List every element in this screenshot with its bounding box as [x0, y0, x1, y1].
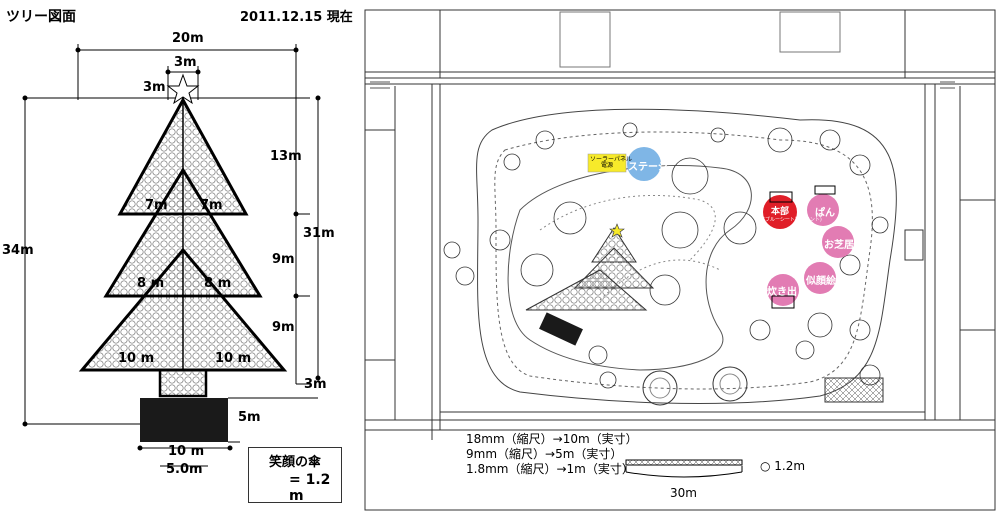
tree-shape — [78, 96, 288, 398]
scale-note-2: 9mm（縮尺）→5m（実寸） — [466, 447, 623, 461]
nigaoe-label: 似顔絵 — [806, 276, 836, 287]
page-title: ツリー図面 — [6, 9, 76, 25]
map-trees — [443, 122, 889, 389]
pan-tent — [814, 185, 836, 195]
umbrella-legend: 笑顔の傘 = 1.2 m — [248, 447, 342, 504]
scale-note-3: 1.8mm（縮尺）→1m（実寸） — [466, 462, 634, 476]
dim-base-width: 10 m — [168, 444, 205, 459]
dim-tier1-half-right: 7m — [200, 198, 223, 213]
dim-star-width: 3m — [174, 55, 197, 70]
oshiba-booth-marker — [822, 226, 854, 258]
park-map — [364, 9, 996, 511]
scale-bar — [625, 459, 743, 478]
headquarters-label: 本部 — [771, 207, 790, 217]
umbrella-legend-value: = 1.2 m — [289, 472, 331, 504]
headquarters-tent — [769, 191, 793, 203]
map-tree-star-icon — [609, 223, 625, 238]
umbrella-legend-title: 笑顔の傘 — [268, 455, 321, 470]
dim-trunk-width: 5.0m — [166, 462, 203, 477]
stage-marker — [627, 147, 661, 181]
map-tree-base — [539, 312, 583, 346]
stage-label: ステージ — [628, 162, 668, 173]
pan-booth-marker — [807, 194, 839, 226]
map-tree-shape — [525, 227, 655, 311]
scale-notes: 18mm（縮尺）→10m（実寸） 9mm（縮尺）→5m（実寸） 1.8mm（縮尺… — [466, 432, 638, 477]
dim-tier3-half-left: 10 m — [118, 351, 155, 366]
solar-panel-marker — [587, 153, 627, 173]
dim-trunk-height: 3m — [304, 377, 327, 392]
circle-legend: ○ 1.2m — [760, 459, 806, 473]
date-label: 2011.12.15 現在 — [240, 10, 353, 25]
dim-total-width: 20m — [172, 31, 204, 46]
dim-foliage-height: 31m — [303, 226, 335, 241]
dim-tier2-height: 9m — [272, 252, 295, 267]
dim-tier2-half-left: 8 m — [137, 276, 165, 291]
takidashi-label: 炊き出し — [767, 287, 807, 298]
dim-tier3-half-right: 10 m — [215, 351, 252, 366]
dim-tier1-half-left: 7m — [145, 198, 168, 213]
dim-tier1-height: 13m — [270, 149, 302, 164]
dim-base-height: 5m — [238, 410, 261, 425]
pan-label: ぱん — [815, 208, 835, 219]
takidashi-booth-marker — [767, 274, 799, 306]
headquarters-marker — [763, 195, 797, 229]
dim-tier3-height: 9m — [272, 320, 295, 335]
nigaoe-booth-marker — [804, 262, 836, 294]
tree-base — [140, 398, 228, 442]
headquarters-sub-label: (ブルーシート設営テント) — [763, 217, 822, 223]
solar-panel-label: ソーラーパネル 電源 — [590, 156, 632, 169]
dim-star-height: 3m — [143, 80, 166, 95]
dim-tier2-half-right: 8 m — [204, 276, 232, 291]
scale-note-1: 18mm（縮尺）→10m（実寸） — [466, 432, 638, 446]
dim-total-height: 34m — [2, 243, 34, 258]
takidashi-tent — [771, 295, 795, 309]
scale-bar-label: 30m — [670, 486, 697, 500]
oshiba-label: お芝居 — [824, 240, 854, 251]
star-icon — [166, 73, 200, 105]
tree-dimension-lines — [22, 44, 321, 467]
